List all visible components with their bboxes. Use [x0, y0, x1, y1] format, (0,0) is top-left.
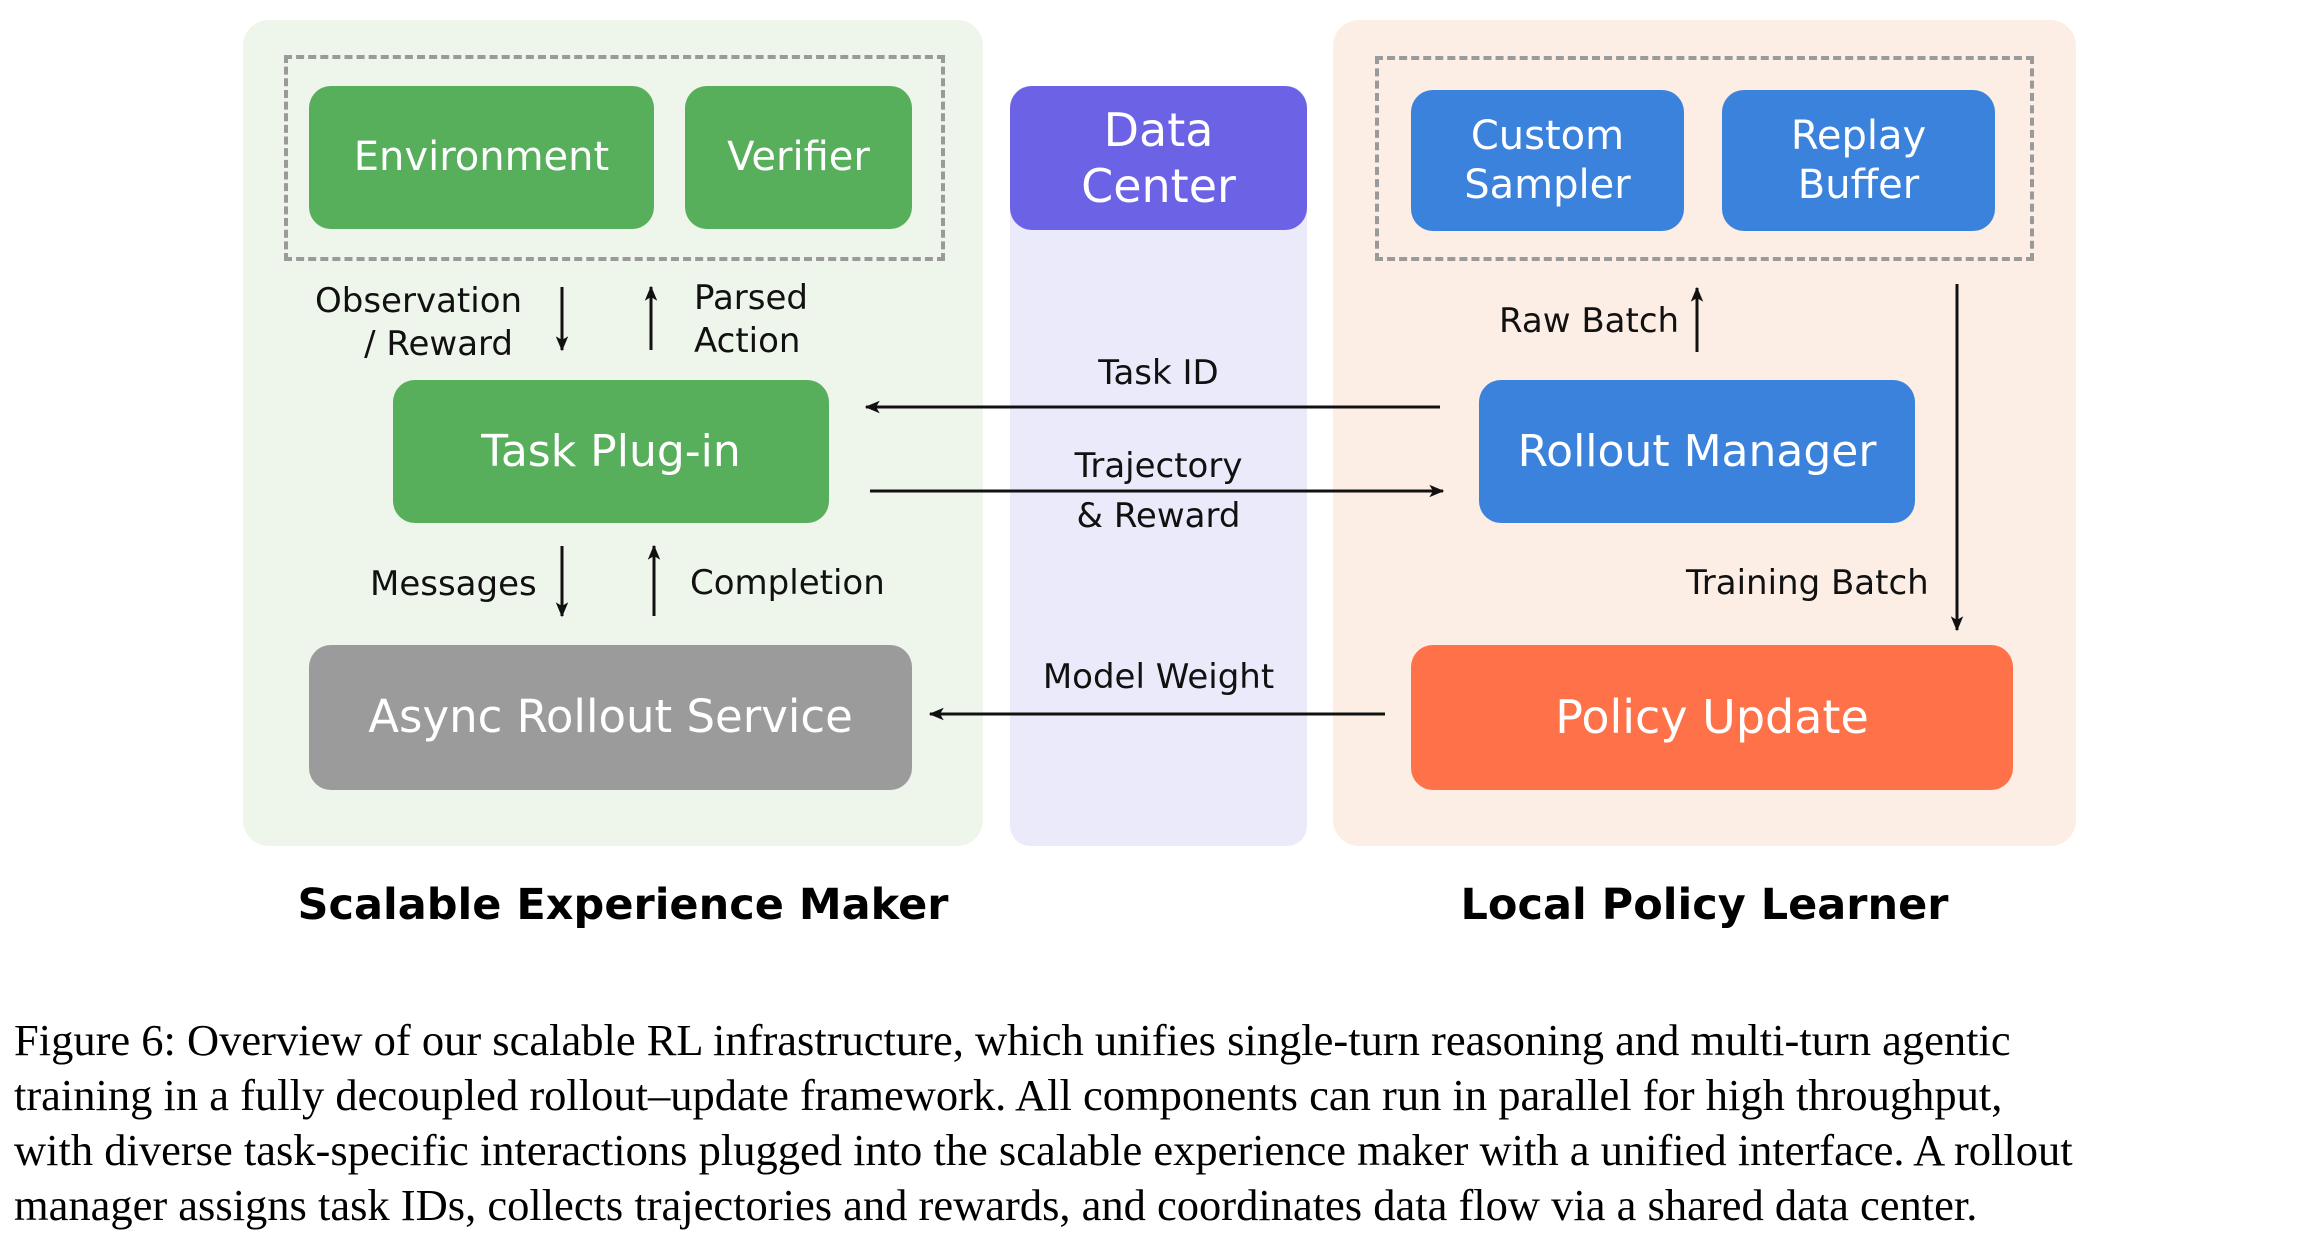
completion-label: Completion — [690, 563, 885, 603]
env-verifier-group — [284, 55, 945, 261]
trajectory-text: Trajectory — [1074, 446, 1243, 486]
model-weight-label: Model Weight — [1042, 657, 1275, 697]
async-rollout-box: Async Rollout Service — [309, 645, 912, 790]
replay-buffer-label-2: Buffer — [1797, 161, 1920, 208]
replay-buffer-box: Replay Buffer — [1722, 90, 1995, 231]
figure-caption: Figure 6: Overview of our scalable RL in… — [14, 1013, 2073, 1233]
data-center-label-1: Data — [1103, 102, 1214, 157]
environment-label: Environment — [353, 134, 610, 181]
environment-box: Environment — [309, 86, 654, 229]
observation-text: Observation — [315, 281, 523, 321]
verifier-box: Verifier — [685, 86, 912, 229]
custom-sampler-label-2: Sampler — [1464, 161, 1631, 208]
policy-update-box: Policy Update — [1411, 645, 2013, 790]
and-reward-text: & Reward — [1076, 496, 1241, 536]
caption-line-2: training in a fully decoupled rollout–up… — [14, 1070, 2003, 1120]
reward-text: / Reward — [364, 323, 513, 364]
action-text: Action — [694, 320, 801, 361]
trajectory-reward-label: Trajectory & Reward — [1010, 441, 1307, 541]
policy-learner-title: Local Policy Learner — [1460, 880, 1949, 930]
parsed-action-label: Parsed Action — [694, 277, 808, 362]
caption-line-1: Figure 6: Overview of our scalable RL in… — [14, 1015, 2011, 1065]
custom-sampler-label-1: Custom — [1470, 112, 1625, 159]
observation-reward-label: Observation / Reward — [315, 280, 523, 365]
messages-label: Messages — [370, 564, 537, 604]
data-center-box: Data Center — [1010, 86, 1307, 230]
replay-buffer-label-1: Replay — [1790, 112, 1927, 159]
parsed-text: Parsed — [694, 278, 809, 318]
custom-sampler-box: Custom Sampler — [1411, 90, 1684, 231]
task-plugin-box: Task Plug-in — [393, 380, 829, 523]
task-plugin-label: Task Plug-in — [481, 425, 741, 477]
verifier-label: Verifier — [727, 134, 870, 181]
sampler-buffer-group — [1375, 56, 2034, 261]
experience-maker-title: Scalable Experience Maker — [297, 880, 949, 930]
async-rollout-label: Async Rollout Service — [368, 690, 853, 744]
training-batch-label: Training Batch — [1686, 563, 1929, 603]
caption-line-4: manager assigns task IDs, collects traje… — [14, 1180, 1978, 1230]
data-center-label-2: Center — [1081, 159, 1236, 213]
policy-update-label: Policy Update — [1555, 690, 1869, 745]
raw-batch-label: Raw Batch — [1499, 301, 1680, 341]
caption-line-3: with diverse task-specific interactions … — [14, 1125, 2073, 1175]
rollout-manager-box: Rollout Manager — [1479, 380, 1915, 523]
rollout-manager-label: Rollout Manager — [1517, 425, 1877, 477]
task-id-label: Task ID — [1098, 353, 1219, 393]
